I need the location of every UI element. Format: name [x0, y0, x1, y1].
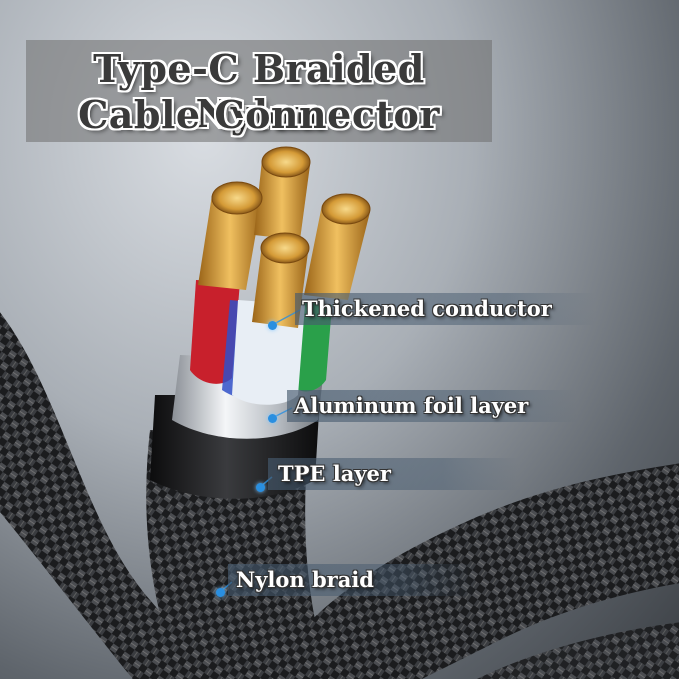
- title-banner: Type-C Braided Nylon Cable Connector: [26, 40, 492, 142]
- label-foil: Aluminum foil layer: [294, 393, 529, 418]
- copper-strand-top: [254, 160, 310, 240]
- label-conductor: Thickened conductor: [302, 296, 552, 321]
- marker-dot-tpe: [256, 483, 265, 492]
- title-line-1: Type-C Braided Nylon: [93, 46, 425, 136]
- marker-dot-braid: [216, 588, 225, 597]
- label-braid: Nylon braid: [236, 567, 374, 592]
- label-bar-conductor: [295, 293, 595, 325]
- label-bar-tpe: [268, 458, 518, 490]
- label-bar-foil: [287, 390, 577, 422]
- copper-strand-right: [304, 205, 370, 300]
- copper-strand-center: [252, 245, 308, 328]
- marker-dot-foil: [268, 414, 277, 423]
- label-tpe: TPE layer: [278, 461, 391, 486]
- copper-strand-left: [198, 195, 262, 290]
- label-bar-braid: [228, 564, 478, 596]
- marker-dot-conductor: [268, 321, 277, 330]
- title-line-2: Cable Connector: [78, 92, 440, 137]
- braided-cable-left: [0, 312, 256, 679]
